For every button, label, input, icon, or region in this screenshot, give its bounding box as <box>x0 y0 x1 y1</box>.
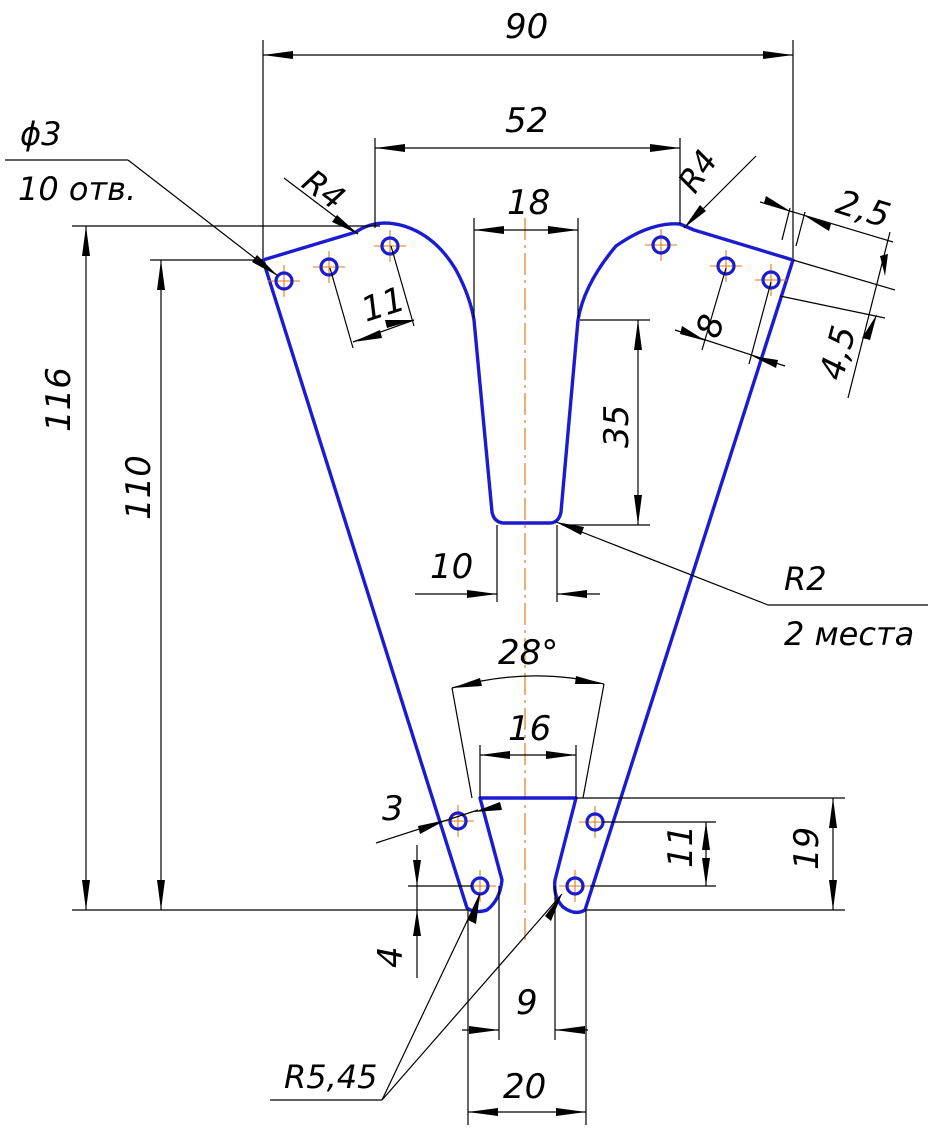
hole-top-right-3 <box>755 264 787 296</box>
dimension-3-label: 3 <box>382 789 404 829</box>
hole-top-left-1 <box>268 265 300 297</box>
dimension-10: 10 <box>415 525 600 602</box>
leader-hole-callout: ϕ3 10 отв. <box>5 115 279 277</box>
dimension-116-label: 116 <box>39 367 79 432</box>
dimension-4-5: 4,5 <box>779 231 896 399</box>
dimension-90-label: 90 <box>505 7 548 47</box>
dimension-9: 9 <box>462 886 588 1040</box>
radius-r4-right: R4 <box>670 143 757 229</box>
dimension-11-bottom-label: 11 <box>661 825 701 868</box>
dimension-116: 116 <box>39 225 468 911</box>
r5-45-label: R5,45 <box>284 1058 377 1096</box>
hole-diameter-label: ϕ3 <box>20 115 61 153</box>
dimension-4-label: 4 <box>371 946 411 968</box>
dimension-19: 19 <box>576 797 845 911</box>
r2-places-label: 2 места <box>784 615 914 653</box>
hole-top-right-2 <box>710 250 742 282</box>
dimension-18-label: 18 <box>507 183 550 223</box>
dimension-90: 90 <box>262 7 794 258</box>
dimension-11-bottom: 11 <box>590 821 716 887</box>
dimension-10-label: 10 <box>430 547 473 587</box>
dimension-8: 8 <box>674 267 786 368</box>
dimension-11-top: 11 <box>329 245 415 349</box>
dimension-18: 18 <box>473 183 579 318</box>
dimension-3: 3 <box>375 789 502 844</box>
dimension-4: 4 <box>371 845 472 978</box>
dimension-35: 35 <box>562 319 650 526</box>
r2-label: R2 <box>784 560 827 598</box>
hole-bottom-right-lower <box>559 870 591 902</box>
hole-top-right-1 <box>645 229 677 261</box>
leader-r5-45: R5,45 <box>270 893 563 1101</box>
dimension-35-label: 35 <box>597 405 637 448</box>
dimension-110: 110 <box>119 259 263 910</box>
dimension-16: 16 <box>479 709 577 798</box>
dimension-19-label: 19 <box>787 827 827 870</box>
dimension-52-label: 52 <box>505 101 548 141</box>
hole-count-label: 10 отв. <box>18 170 136 208</box>
radius-r4-left: R4 <box>283 162 359 235</box>
hole-bottom-left-upper <box>442 805 474 837</box>
dimension-28-angle: 28° <box>451 633 605 799</box>
dimension-52: 52 <box>374 101 681 228</box>
dimension-2-5: 2,5 <box>759 182 895 247</box>
holes <box>268 229 787 902</box>
radius-r4-right-label: R4 <box>670 143 725 200</box>
leader-r2: R2 2 места <box>555 521 928 653</box>
dimension-28-label: 28° <box>498 633 558 673</box>
hole-top-left-3 <box>374 230 406 262</box>
dimension-20-label: 20 <box>503 1067 546 1107</box>
hole-top-left-2 <box>313 251 345 283</box>
dimension-16-label: 16 <box>508 709 551 749</box>
part-outline <box>261 221 795 915</box>
dimension-2-5-label: 2,5 <box>831 182 894 236</box>
dimension-4-5-label: 4,5 <box>812 322 865 385</box>
dimension-110-label: 110 <box>119 455 159 520</box>
dimension-20: 20 <box>467 910 587 1125</box>
radius-r4-left-label: R4 <box>295 162 352 218</box>
dimension-9-label: 9 <box>516 983 538 1023</box>
